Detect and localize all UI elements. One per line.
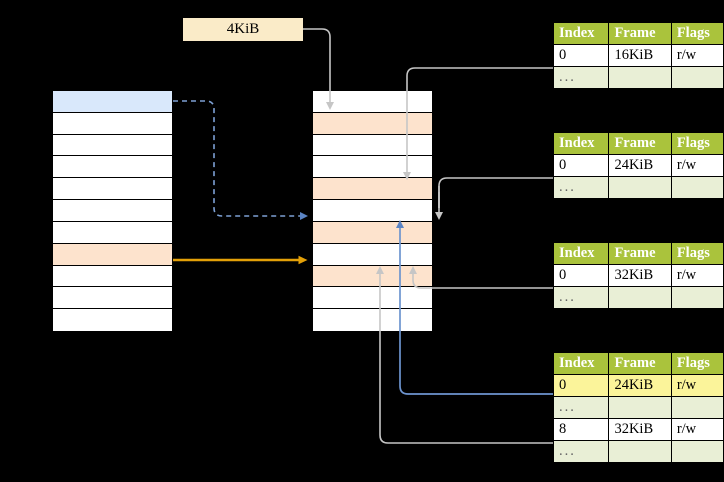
- wire-pt3-to-row8: [409, 266, 553, 289]
- page-directory-row-0: [53, 91, 172, 113]
- page-table-1-cell-flags-0: r/w: [670, 44, 724, 67]
- page-table-entry-row-3: [313, 156, 432, 179]
- page-table-entry-row-9: [313, 287, 432, 310]
- page-table-3-cell-flags-0: r/w: [670, 264, 724, 287]
- page-table-4-cell-flags-0: r/w: [670, 374, 724, 397]
- page-table-1-cell-index-1: ...: [552, 66, 610, 89]
- wire-pt2-to-row6: [438, 177, 553, 208]
- page-table-4-cell-index-0: 0: [552, 374, 610, 397]
- page-table-3-row: ...: [552, 286, 724, 309]
- page-table-4-cell-flags-2: r/w: [670, 418, 724, 441]
- page-table-2-cell-flags-1: [670, 176, 724, 199]
- page-table-1-header-index: Index: [552, 22, 610, 45]
- page-table-4-cell-frame-3: [608, 440, 672, 463]
- page-table-4-header-flags: Flags: [670, 352, 724, 375]
- page-table-column: [312, 90, 433, 331]
- page-table-4-header-index: Index: [552, 352, 610, 375]
- page-directory-row-4: [53, 178, 172, 201]
- page-table-4-cell-flags-1: [670, 396, 724, 419]
- page-table-entry-row-2: [313, 134, 432, 157]
- page-table-1-row: ...: [552, 66, 724, 89]
- page-directory-row-3: [53, 156, 172, 179]
- page-table-2-row: ...: [552, 176, 724, 199]
- page-table-4-cell-index-2: 8: [552, 418, 610, 441]
- page-directory-row-7: [53, 243, 172, 266]
- page-table-4-cell-index-3: ...: [552, 440, 610, 463]
- page-table-4-cell-index-1: ...: [552, 396, 610, 419]
- page-table-entry-row-7: [313, 243, 432, 266]
- page-directory-row-6: [53, 221, 172, 244]
- page-table-1-cell-frame-0: 16KiB: [608, 44, 672, 67]
- page-table-entry-row-10: [313, 309, 432, 331]
- page-table-2-header-frame: Frame: [608, 132, 672, 155]
- page-directory-row-5: [53, 200, 172, 222]
- page-directory-row-2: [53, 134, 172, 157]
- page-table-3-cell-frame-1: [608, 286, 672, 309]
- page-size-label: 4KiB: [226, 21, 260, 37]
- page-table-1-header-frame: Frame: [608, 22, 672, 45]
- page-table-entry-row-6: [313, 221, 432, 244]
- page-directory-column: [52, 90, 173, 331]
- page-table-entry-row-0: [313, 91, 432, 113]
- page-table-entry-row-5: [313, 200, 432, 222]
- page-table-2-cell-frame-0: 24KiB: [608, 154, 672, 177]
- page-table-1-cell-flags-1: [670, 66, 724, 89]
- page-table-3-cell-index-1: ...: [552, 286, 610, 309]
- page-table-2-header-flags: Flags: [670, 132, 724, 155]
- page-table-1-header-flags: Flags: [670, 22, 724, 45]
- page-table-4-row: ...: [552, 396, 724, 419]
- page-table-3-cell-index-0: 0: [552, 264, 610, 287]
- page-table-2-header-index: Index: [552, 132, 610, 155]
- page-table-3-header-index: Index: [552, 242, 610, 265]
- page-directory-row-10: [53, 309, 172, 331]
- page-table-1-cell-frame-1: [608, 66, 672, 89]
- page-directory-row-9: [53, 287, 172, 310]
- page-size-chip: 4KiB: [183, 18, 303, 41]
- page-table-entry-row-8: [313, 265, 432, 288]
- page-table-4-cell-frame-2: 32KiB: [608, 418, 672, 441]
- page-directory-row-1: [53, 112, 172, 135]
- page-table-3-header-frame: Frame: [608, 242, 672, 265]
- page-table-2-cell-index-1: ...: [552, 176, 610, 199]
- page-table-4-cell-flags-3: [670, 440, 724, 463]
- page-table-4-row: ...: [552, 440, 724, 463]
- page-table-3-cell-frame-0: 32KiB: [608, 264, 672, 287]
- wire-dir0-to-row6: [173, 100, 308, 220]
- page-table-2-cell-index-0: 0: [552, 154, 610, 177]
- page-table-3-header-flags: Flags: [670, 242, 724, 265]
- page-table-entry-row-4: [313, 178, 432, 201]
- page-table-4-cell-frame-1: [608, 396, 672, 419]
- page-table-4-header-frame: Frame: [608, 352, 672, 375]
- page-table-entry-row-1: [313, 112, 432, 135]
- page-table-2-cell-flags-0: r/w: [670, 154, 724, 177]
- page-table-4-cell-frame-0: 24KiB: [608, 374, 672, 397]
- page-table-2-cell-frame-1: [608, 176, 672, 199]
- page-table-3-cell-flags-1: [670, 286, 724, 309]
- page-table-1-cell-index-0: 0: [552, 44, 610, 67]
- page-directory-row-8: [53, 265, 172, 288]
